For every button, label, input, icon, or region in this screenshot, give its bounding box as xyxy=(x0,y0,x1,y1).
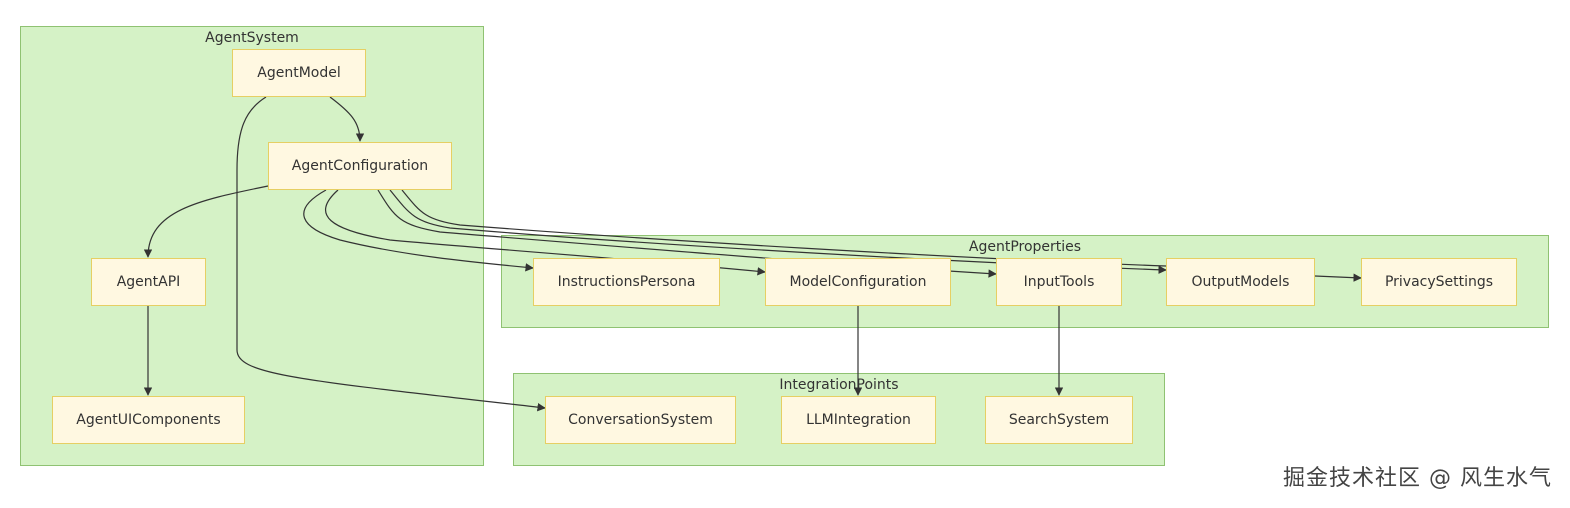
edge-agentconfiguration-instructionspersona xyxy=(303,189,534,272)
node-search-system[interactable]: SearchSystem xyxy=(985,396,1133,444)
node-model-configuration[interactable]: ModelConfiguration xyxy=(765,258,951,306)
edge-outputmodels-privacysettings xyxy=(1314,273,1362,282)
node-llm-integration[interactable]: LLMIntegration xyxy=(781,396,936,444)
node-agent-configuration[interactable]: AgentConfiguration xyxy=(268,142,452,190)
edge-agentmodel-agentconfiguration xyxy=(329,96,365,142)
edge-agentconfiguration-agentapi xyxy=(143,185,269,258)
node-agent-ui-components[interactable]: AgentUIComponents xyxy=(52,396,245,444)
node-privacy-settings[interactable]: PrivacySettings xyxy=(1361,258,1517,306)
cluster-title-integration-points: IntegrationPoints xyxy=(779,377,899,393)
cluster-title-agent-system: AgentSystem xyxy=(205,30,299,46)
node-conversation-system[interactable]: ConversationSystem xyxy=(545,396,736,444)
watermark-text: 掘金技术社区 @ 风生水气 xyxy=(1283,466,1552,491)
node-instructions-persona[interactable]: InstructionsPersona xyxy=(533,258,720,306)
node-agent-model[interactable]: AgentModel xyxy=(232,49,366,97)
cluster-agent-system: AgentSystem xyxy=(20,26,484,466)
edge-agentmodel-conversationsystem xyxy=(236,96,546,412)
node-output-models[interactable]: OutputModels xyxy=(1166,258,1315,306)
node-agent-api[interactable]: AgentAPI xyxy=(91,258,206,306)
node-input-tools[interactable]: InputTools xyxy=(996,258,1122,306)
edge-agentconfiguration-privacysettings-via-output xyxy=(401,189,1167,267)
cluster-title-agent-properties: AgentProperties xyxy=(968,239,1082,255)
